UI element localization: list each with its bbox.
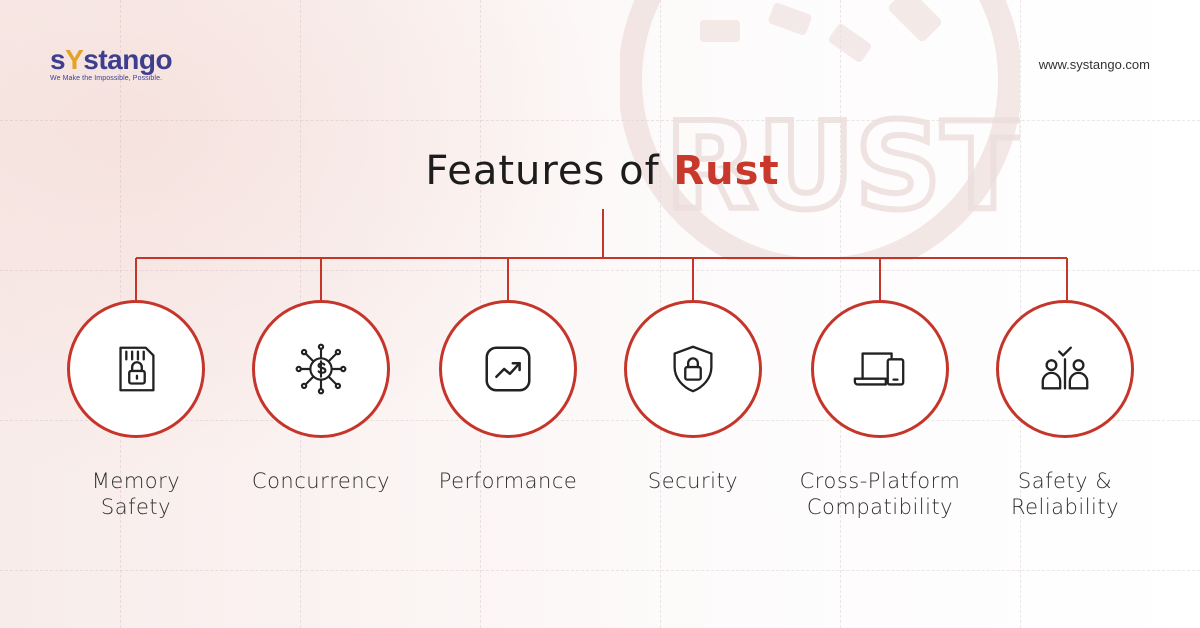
feature-label-security: Security [647,469,739,493]
title-highlight: Rust [673,148,780,194]
laptop-tablet-icon [853,352,905,386]
feature-label-concurrency: Concurrency [251,469,391,493]
memory-card-lock-icon [119,346,155,392]
grid-line [0,570,1200,571]
feature-node-cross-platform [811,300,949,438]
grid-line [0,270,1200,271]
grid-line [0,120,1200,121]
feature-node-concurrency [252,300,390,438]
feature-node-memory-safety [67,300,205,438]
feature-node-performance [439,300,577,438]
people-check-icon [1041,346,1089,390]
feature-label-safety-reliability: Safety &Reliability [1010,469,1120,519]
grid-line [0,420,1200,421]
rust-watermark: RUST [620,0,1020,260]
feature-node-safety-reliability [996,300,1134,438]
grid-line [1020,0,1021,628]
logo-tagline: We Make the Impossible, Possible. [50,75,163,82]
shield-lock-icon [673,345,713,393]
website-url: www.systango.com [1038,57,1150,72]
page-title: Features of Rust [0,148,1200,194]
logo-wordmark: sYstango [50,44,173,75]
title-prefix: Features of [425,148,660,194]
dollar-network-icon [295,343,347,395]
feature-label-performance: Performance [438,469,578,493]
watermark-text: RUST [665,98,1020,237]
systango-logo: sYstango We Make the Impossible, Possibl… [50,44,173,83]
feature-node-security [624,300,762,438]
trending-up-icon [485,346,531,392]
